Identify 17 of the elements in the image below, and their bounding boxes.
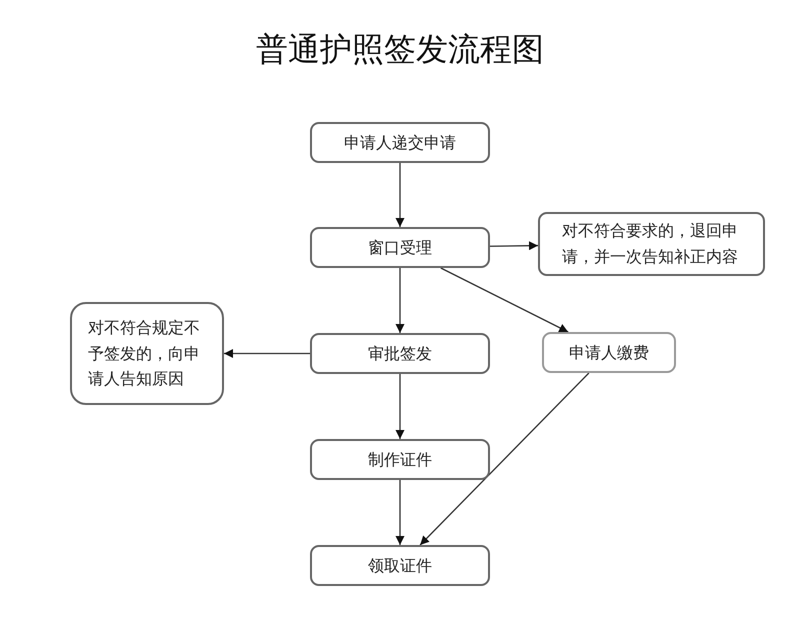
arrow <box>224 349 310 358</box>
arrow <box>396 480 404 545</box>
process-box: 申请人缴费 <box>542 332 676 373</box>
arrow <box>396 268 404 333</box>
process-box: 制作证件 <box>310 439 490 480</box>
process-box: 领取证件 <box>310 545 490 586</box>
process-box: 对不符合规定不予签发的，向申请人告知原因 <box>70 302 224 405</box>
process-box: 对不符合要求的，退回申请，并一次告知补正内容 <box>538 212 765 276</box>
process-box: 窗口受理 <box>310 227 490 268</box>
arrow <box>396 374 404 439</box>
process-box: 审批签发 <box>310 333 490 374</box>
arrow <box>440 267 568 333</box>
title: 普通护照签发流程图 <box>255 29 545 70</box>
arrow <box>420 372 590 546</box>
arrow <box>396 163 404 227</box>
arrow <box>490 241 538 250</box>
process-box: 申请人递交申请 <box>310 122 490 163</box>
